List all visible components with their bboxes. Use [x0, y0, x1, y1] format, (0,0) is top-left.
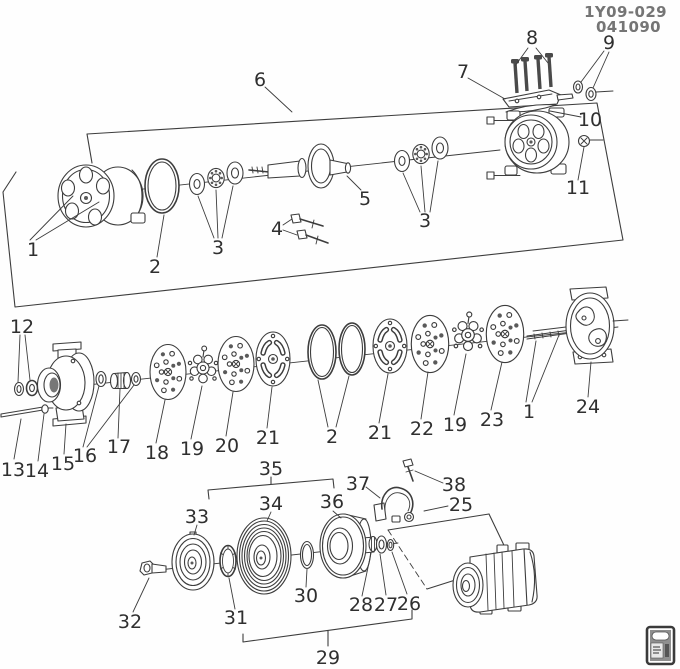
bracket-29 [242, 609, 413, 647]
callout-6: 6 [254, 69, 266, 91]
callout-labels: 6 7 8 9 10 11 1 2 3 4 5 3 12 13 14 15 16… [1, 27, 615, 669]
part-26-nut [386, 538, 395, 552]
callout-10: 10 [578, 109, 602, 131]
part-24-rear-head [565, 286, 629, 365]
part-17-sleeve [109, 371, 132, 390]
callout-8: 8 [526, 27, 538, 49]
bottom-leader-lines [132, 470, 449, 613]
callout-23: 23 [480, 409, 504, 431]
part-18-thrust-plate [149, 343, 187, 401]
part-11-nut [577, 134, 604, 148]
part-31-retainer-ring [219, 544, 237, 578]
callout-21-left: 21 [256, 427, 280, 449]
callout-38: 38 [442, 474, 466, 496]
callout-5: 5 [359, 188, 371, 210]
callout-17: 17 [107, 436, 131, 458]
figure-code: 1Y09-029 [584, 3, 667, 21]
callout-4: 4 [271, 218, 283, 240]
callout-2-top: 2 [149, 256, 161, 278]
callout-20: 20 [215, 435, 239, 457]
part-3-washer-set-right [393, 136, 449, 173]
part-36-coil [319, 513, 375, 579]
part-3-washer-set-left [188, 161, 244, 196]
part-5-shaft [248, 143, 352, 189]
callout-11: 11 [566, 177, 590, 199]
callout-33: 33 [185, 506, 209, 528]
callout-22: 22 [410, 418, 434, 440]
compressor-front-body [504, 107, 570, 176]
callout-2-middle: 2 [326, 426, 338, 448]
callout-21-right: 21 [368, 422, 392, 444]
part-9-orings [572, 80, 614, 102]
figure-header: 1Y09-029 041090 [584, 3, 667, 36]
part-22-plate [410, 314, 450, 374]
part-13-tube [0, 406, 44, 418]
callout-37: 37 [346, 473, 370, 495]
part-10-gasket [505, 104, 557, 113]
callout-30: 30 [294, 585, 318, 607]
part-28-washer [368, 535, 378, 553]
part-27-nut [375, 535, 388, 554]
callout-12: 12 [10, 316, 34, 338]
part-30-oring [299, 540, 315, 570]
part-33-clutch-plate [171, 531, 215, 591]
part-19-bearing-right [451, 311, 485, 352]
part-23-plate [485, 304, 525, 364]
part-8-studs [511, 53, 553, 94]
part-2-orings-middle [307, 322, 366, 380]
callout-26: 26 [397, 593, 421, 615]
callout-15: 15 [51, 453, 75, 475]
callout-1-top: 1 [27, 239, 39, 261]
part-12-orings [13, 379, 39, 397]
part-1-hub-assembly [57, 164, 146, 228]
callout-7: 7 [457, 61, 469, 83]
callout-29: 29 [316, 647, 340, 669]
callout-3-left: 3 [212, 237, 224, 259]
bolt-location-markers [486, 116, 521, 180]
callout-13: 13 [1, 459, 25, 481]
callout-18: 18 [145, 442, 169, 464]
callout-9: 9 [603, 32, 615, 54]
part-17-retainer-ring [130, 371, 142, 387]
part-7-mounting-plate [502, 89, 574, 108]
callout-34: 34 [259, 493, 283, 515]
middle-leader-lines [13, 334, 592, 462]
part-15-front-head [36, 341, 95, 427]
part-21-valve-plate-left [256, 332, 290, 386]
part-16-oring [95, 370, 107, 388]
top-leader-lines [29, 47, 610, 258]
callout-16: 16 [73, 445, 97, 467]
part-14-pin [41, 404, 54, 414]
callout-25: 25 [449, 494, 473, 516]
part-25-compressor-assembly [452, 542, 538, 615]
part-37-harness [373, 486, 415, 523]
part-4-bolts [290, 213, 329, 245]
callout-31: 31 [224, 607, 248, 629]
callout-35: 35 [259, 458, 283, 480]
callout-3-right: 3 [419, 210, 431, 232]
microfiche-icon [645, 625, 676, 666]
part-21-valve-plate-right [373, 319, 407, 373]
callout-19-right: 19 [443, 414, 467, 436]
figure-date: 041090 [596, 18, 661, 36]
part-19-bearing-left [187, 345, 219, 384]
callout-36: 36 [320, 491, 344, 513]
callout-1-middle: 1 [523, 401, 535, 423]
callout-27: 27 [374, 594, 398, 616]
callout-32: 32 [118, 611, 142, 633]
callout-19-left: 19 [180, 438, 204, 460]
callout-28: 28 [349, 594, 373, 616]
part-20-plate [217, 335, 255, 393]
callout-14: 14 [25, 460, 49, 482]
seal-kit-box [2, 102, 624, 308]
part-34-pulley [236, 517, 292, 595]
bracket-35 [207, 476, 335, 500]
part-2-oring-top [144, 158, 180, 214]
part-38-bolt [402, 458, 414, 482]
callout-24: 24 [576, 396, 600, 418]
part-32-bolt [139, 560, 167, 576]
